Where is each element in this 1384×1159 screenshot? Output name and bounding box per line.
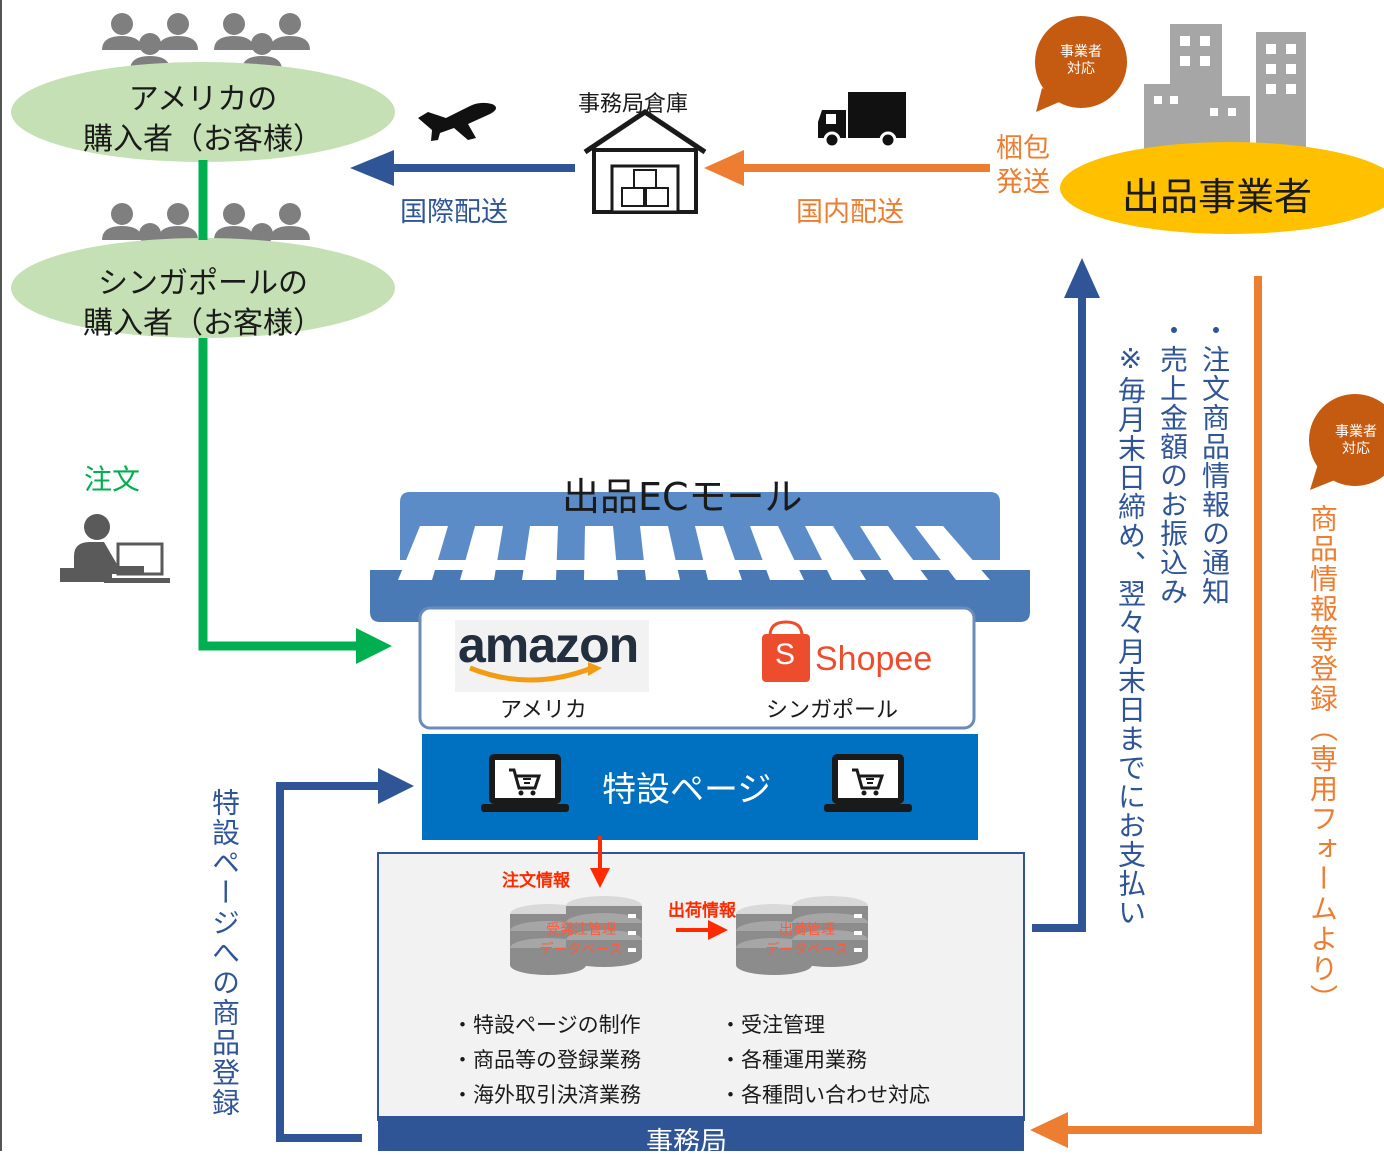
singapore-buyer-line1: シンガポールの xyxy=(98,266,308,301)
payment-arrow xyxy=(1032,292,1086,932)
payment-line2: ・売上金額のお振込み xyxy=(1156,316,1189,606)
ship-label: 発送 xyxy=(996,167,1050,198)
product-registration-arrow xyxy=(276,782,382,1142)
amazon-region-label: アメリカ xyxy=(500,698,587,723)
product-info-registration-label: 商品情報等登録（専用フォームより） xyxy=(1306,504,1339,1014)
user-at-computer-icon xyxy=(60,514,170,583)
amazon-logo: amazon xyxy=(458,617,639,673)
truck-icon xyxy=(818,92,906,149)
registration-bubble-line1: 事業者 xyxy=(1335,424,1377,440)
shopee-s-mark: S xyxy=(775,638,796,671)
domestic-shipping-label: 国内配送 xyxy=(796,197,904,228)
awning-stripes xyxy=(398,526,990,580)
singapore-buyer-label: シンガポールの 購入者（お客様） xyxy=(11,264,395,344)
office-tasks-left: ・特設ページの制作 ・商品等の登録業務 ・海外取引決済業務 xyxy=(452,1008,641,1113)
task-item: ・特設ページの制作 xyxy=(452,1013,641,1037)
shipping-db-label: 出荷管理 データベース xyxy=(752,920,862,960)
seller-speech-bubble xyxy=(1035,16,1127,112)
seller-bubble-line1: 事業者 xyxy=(1060,44,1102,60)
shipping-info-label: 出荷情報 xyxy=(668,901,736,921)
task-item: ・各種運用業務 xyxy=(720,1048,867,1072)
singapore-buyer-line2: 購入者（お客様） xyxy=(83,306,323,341)
pack-label: 梱包 xyxy=(996,133,1050,164)
seller-label: 出品事業者 xyxy=(1122,175,1313,219)
task-item: ・海外取引決済業務 xyxy=(452,1083,641,1107)
order-info-label: 注文情報 xyxy=(502,871,570,891)
people-group-icon xyxy=(102,13,310,70)
america-buyer-label: アメリカの 購入者（お客様） xyxy=(11,80,395,160)
mall-title: 出品ECモール xyxy=(562,475,803,519)
office-buildings-icon xyxy=(1144,24,1306,154)
warehouse-title: 事務局倉庫 xyxy=(578,92,689,117)
task-item: ・受注管理 xyxy=(720,1013,825,1037)
registration-speech-bubble xyxy=(1309,394,1384,490)
order-db-label: 受発注管理 データベース xyxy=(526,920,636,960)
task-item: ・商品等の登録業務 xyxy=(452,1048,641,1072)
shipping-db-line1: 出荷管理 xyxy=(779,922,835,938)
order-label: 注文 xyxy=(84,463,141,496)
special-page-label: 特設ページ xyxy=(602,770,772,810)
task-item: ・各種問い合わせ対応 xyxy=(720,1083,930,1107)
order-db-line1: 受発注管理 xyxy=(546,922,616,938)
registration-bubble-text: 事業者 対応 xyxy=(1316,424,1384,458)
order-flow-arrow xyxy=(198,338,362,651)
shopee-region-label: シンガポール xyxy=(766,698,899,723)
payment-line1: ・注文商品情報の通知 xyxy=(1198,316,1231,606)
office-tasks-right: ・受注管理 ・各種運用業務 ・各種問い合わせ対応 xyxy=(720,1008,930,1113)
order-db-line2: データベース xyxy=(539,942,623,958)
amazon-smile-icon xyxy=(469,665,593,683)
international-shipping-label: 国際配送 xyxy=(400,197,508,228)
product-registration-label: 特設ページへの商品登録 xyxy=(208,788,241,1118)
america-buyer-line1: アメリカの xyxy=(128,82,278,117)
laptop-cart-icon xyxy=(822,752,914,814)
seller-ellipse xyxy=(1060,142,1384,234)
payment-line3: ※毎月末日締め、翌々月末日までにお支払い xyxy=(1114,342,1147,927)
shopee-logo: Shopee xyxy=(815,640,933,678)
left-border xyxy=(0,0,2,1151)
shipping-db-line2: データベース xyxy=(765,942,849,958)
registration-bubble-line2: 対応 xyxy=(1342,441,1370,457)
shopee-bag-icon xyxy=(762,620,810,682)
office-label: 事務局 xyxy=(646,1127,727,1158)
seller-bubble-text: 事業者 対応 xyxy=(1035,44,1127,78)
pack-ship-label: 梱包 発送 xyxy=(996,132,1050,200)
warehouse-icon xyxy=(583,108,707,214)
office-box xyxy=(377,852,1025,1121)
america-buyer-ellipse xyxy=(11,62,395,162)
seller-bubble-line2: 対応 xyxy=(1067,61,1095,77)
america-buyer-line2: 購入者（お客様） xyxy=(83,122,323,157)
airplane-icon xyxy=(418,102,497,141)
singapore-buyer-ellipse xyxy=(11,238,395,338)
office-bar xyxy=(378,1116,1024,1151)
registration-arrow xyxy=(1062,276,1262,1134)
laptop-cart-icon xyxy=(479,752,571,814)
